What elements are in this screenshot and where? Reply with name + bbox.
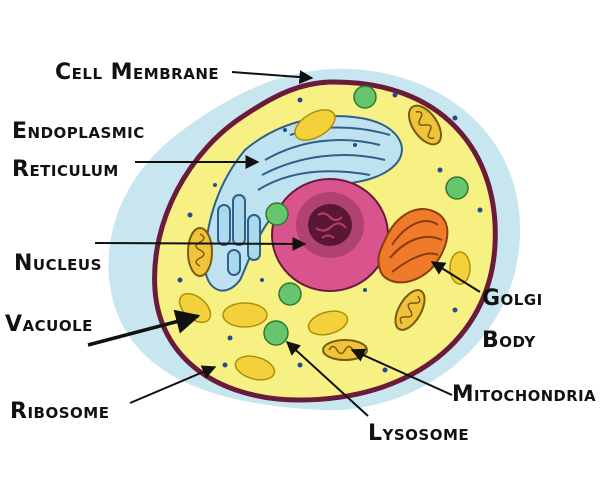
pointer-nucleus bbox=[94, 236, 307, 251]
pointer-lysosome bbox=[285, 341, 369, 417]
pointer-mitochondria bbox=[350, 348, 453, 396]
golgi-body bbox=[377, 208, 449, 284]
label-golgi: Golgi bbox=[482, 286, 543, 311]
label-mitochondria: Mitochondria bbox=[452, 382, 596, 407]
nucleus bbox=[271, 178, 389, 292]
pointer-ribosome bbox=[129, 365, 217, 404]
label-pointers bbox=[87, 70, 481, 417]
label-lysosome: Lysosome bbox=[368, 421, 469, 446]
label-body: Body bbox=[482, 328, 536, 353]
label-vacuole: Vacuole bbox=[5, 312, 93, 337]
lysosomes bbox=[263, 85, 469, 346]
ribosomes bbox=[177, 92, 483, 373]
label-cell-membrane: Cell Membrane bbox=[55, 60, 219, 85]
label-endoplasmic: Endoplasmic bbox=[12, 119, 145, 144]
pointer-golgi bbox=[430, 261, 481, 293]
pointer-cell-membrane bbox=[231, 70, 314, 85]
pointer-vacuole bbox=[87, 309, 201, 347]
label-reticulum: Reticulum bbox=[12, 157, 119, 182]
label-ribosome: Ribosome bbox=[10, 399, 109, 424]
vacuoles bbox=[178, 109, 471, 381]
label-nucleus: Nucleus bbox=[14, 251, 102, 276]
